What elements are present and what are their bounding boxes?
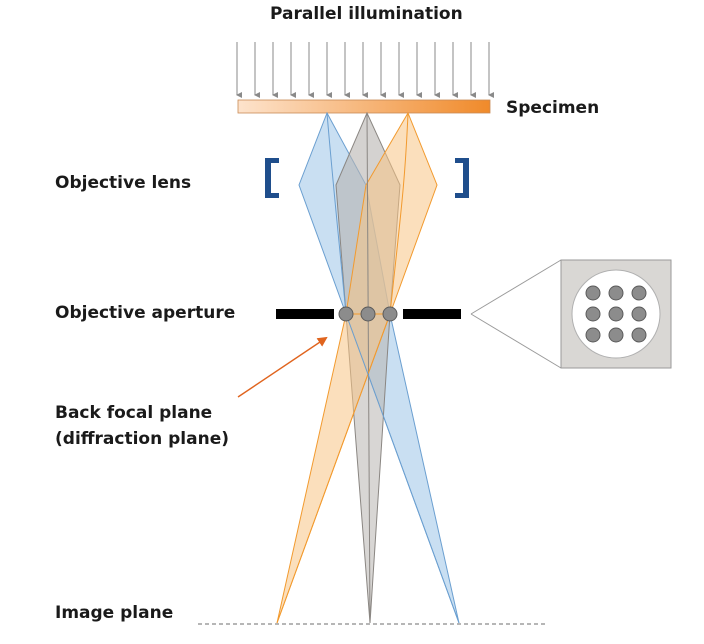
image-plane-label: Image plane	[55, 603, 174, 623]
lens-left-bracket	[265, 158, 279, 198]
diffraction-plane-label: (diffraction plane)	[55, 429, 229, 449]
inset-dot	[585, 285, 601, 301]
inset-dot-grid	[585, 285, 647, 343]
orange-axis-ray	[276, 112, 409, 624]
zoom-callout	[470, 259, 562, 369]
inset-dot	[631, 285, 647, 301]
aperture-right-plate	[403, 309, 461, 319]
inset-dot	[608, 327, 624, 343]
specimen	[237, 99, 491, 114]
diffraction-spot	[360, 306, 376, 322]
inset-dot	[608, 285, 624, 301]
inset-dot	[608, 306, 624, 322]
objective-lens-label: Objective lens	[55, 173, 192, 193]
inset-dot	[631, 327, 647, 343]
back-focal-plane-arrow	[237, 336, 328, 398]
beams	[276, 111, 460, 624]
objective-aperture	[276, 306, 461, 322]
back-focal-plane-label: Back focal plane	[55, 403, 213, 423]
specimen-label: Specimen	[506, 98, 600, 118]
objective-lens	[265, 158, 469, 198]
blue-axis-ray	[326, 112, 460, 624]
aperture-left-plate	[276, 309, 334, 319]
inset-dot	[631, 306, 647, 322]
diffraction-spot	[338, 306, 354, 322]
inset-dot	[585, 306, 601, 322]
gray-axis-ray	[366, 112, 371, 624]
lens-right-bracket	[455, 158, 469, 198]
diffraction-spot	[382, 306, 398, 322]
objective-aperture-label: Objective aperture	[55, 303, 236, 323]
illumination-arrows	[236, 42, 494, 98]
inset-dot	[585, 327, 601, 343]
aperture-inset	[560, 259, 672, 369]
title-label: Parallel illumination	[270, 4, 463, 24]
